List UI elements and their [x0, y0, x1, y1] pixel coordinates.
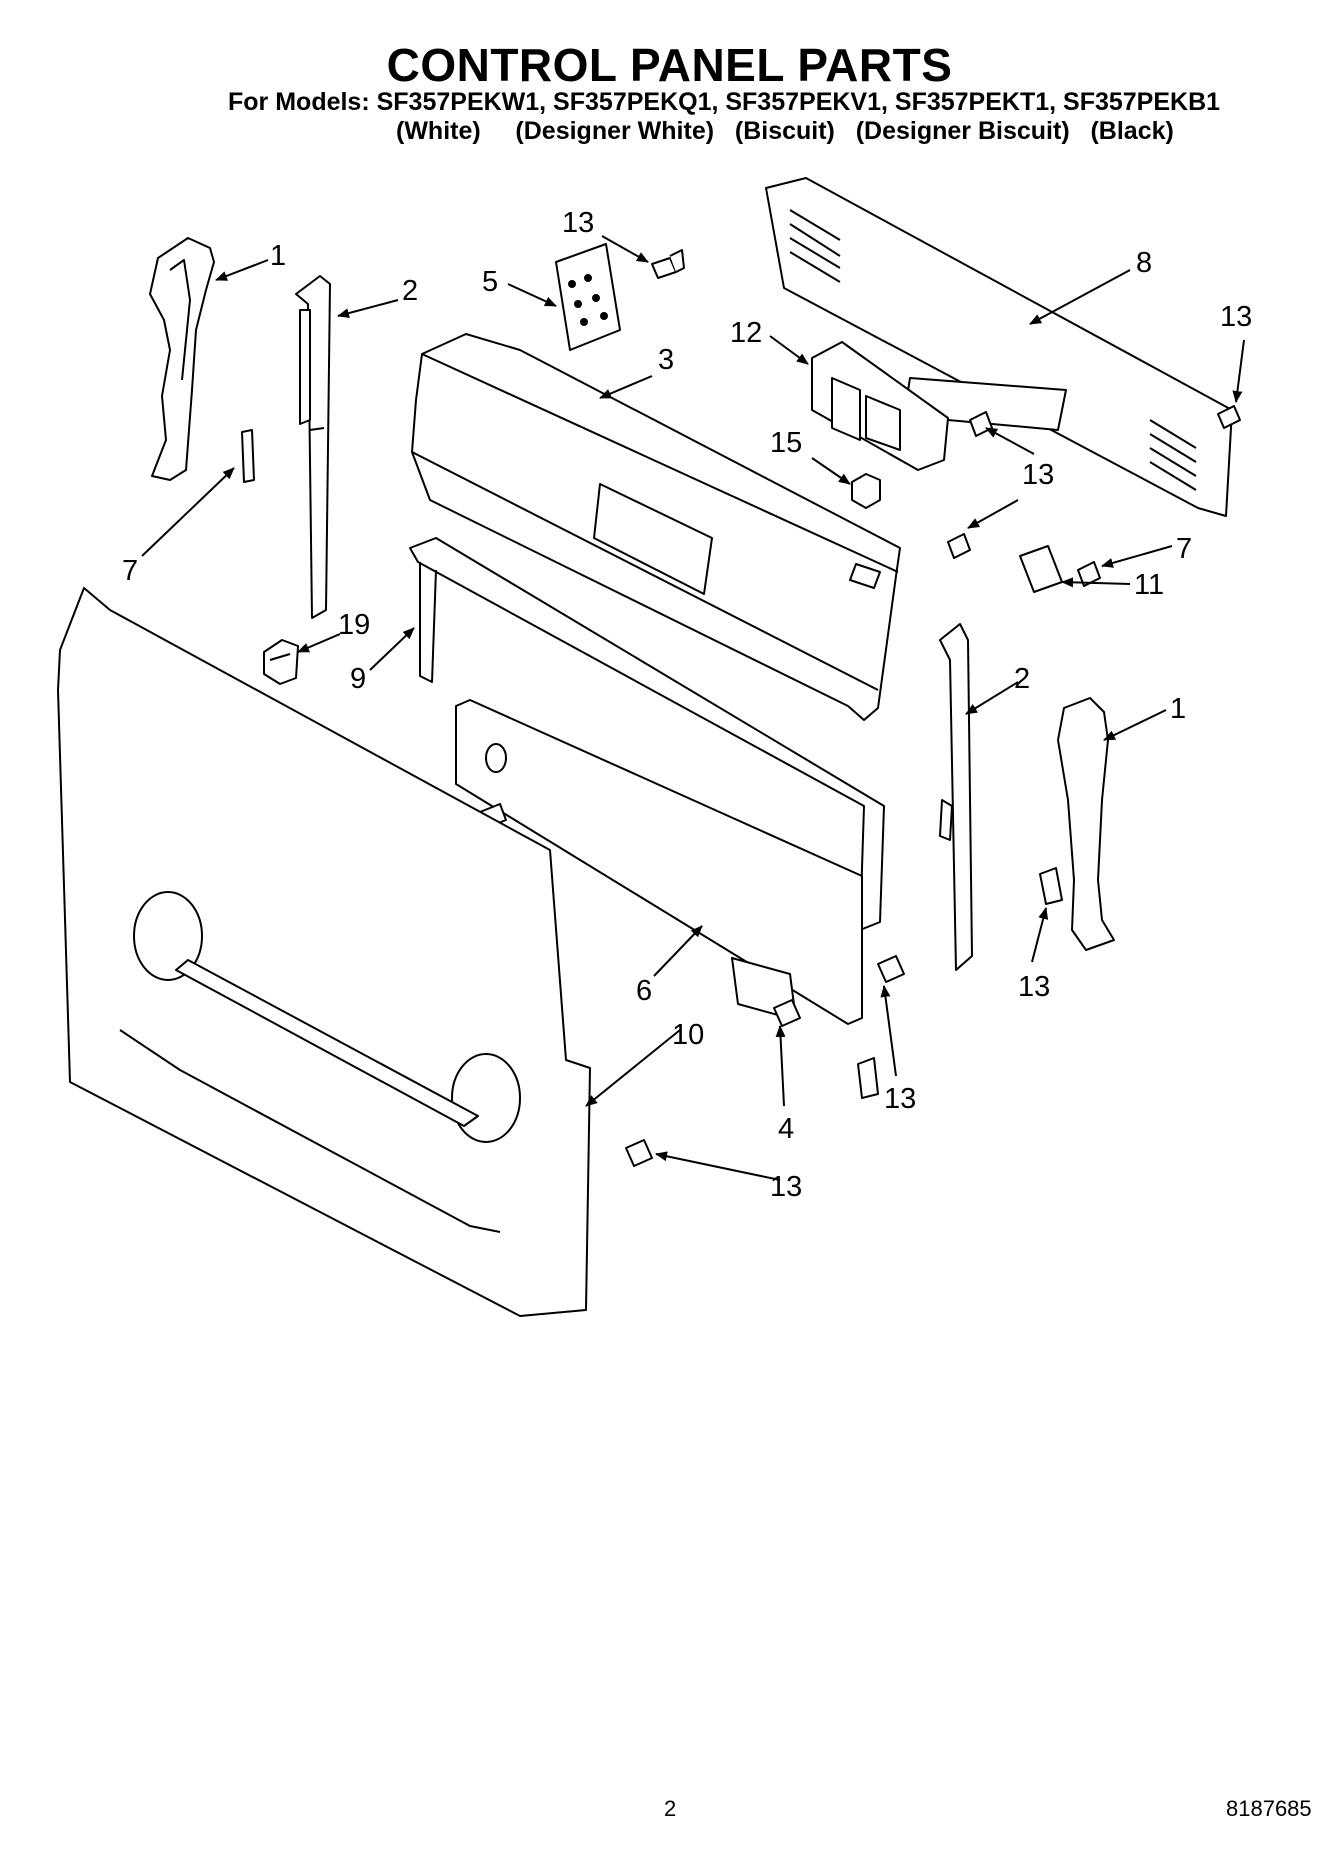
leader-19	[297, 633, 341, 653]
callout-10: 10	[672, 1019, 704, 1051]
electronic-control-12	[811, 341, 949, 471]
clip-11	[1019, 545, 1063, 593]
callout-13-mid: 13	[1022, 459, 1054, 491]
models-line: For Models: SF357PEKW1, SF357PEKQ1, SF35…	[228, 88, 1221, 116]
callout-2-left: 2	[402, 275, 418, 307]
leader-11	[1061, 577, 1131, 588]
callout-13-bottom: 13	[770, 1171, 802, 1203]
leader-2a	[337, 299, 399, 318]
leader-1a	[215, 259, 269, 281]
leader-8	[1029, 269, 1131, 325]
screw-13-mid2	[947, 533, 971, 559]
clip-left	[241, 429, 255, 483]
callout-13-lower: 13	[884, 1083, 916, 1115]
callout-8: 8	[1136, 247, 1152, 279]
callout-3: 3	[658, 344, 674, 376]
screw-13-top	[651, 249, 685, 279]
leader-10	[585, 1029, 681, 1107]
callout-7-right: 7	[1176, 533, 1192, 565]
screw-13-lower	[877, 955, 905, 983]
leader-12	[769, 335, 809, 365]
callout-7-left: 7	[122, 555, 138, 587]
callout-11: 11	[1134, 569, 1164, 601]
callout-1-left: 1	[270, 240, 286, 272]
page-title: CONTROL PANEL PARTS	[386, 39, 953, 91]
colors-line: (White) (Designer White) (Biscuit) (Desi…	[396, 117, 1174, 145]
leader-13a	[601, 235, 649, 263]
document-number: 8187685	[1226, 1796, 1312, 1821]
screw-13-right	[1217, 405, 1241, 429]
callout-12: 12	[730, 317, 762, 349]
connector-19	[263, 639, 299, 685]
switch-15	[851, 473, 881, 509]
control-panel-console	[411, 333, 901, 721]
callout-4: 4	[778, 1113, 794, 1145]
callout-15: 15	[770, 427, 802, 459]
callout-6: 6	[636, 975, 652, 1007]
circuit-board	[555, 243, 621, 351]
callout-1-right: 1	[1170, 693, 1186, 725]
side-bracket-right	[939, 623, 973, 971]
callout-5: 5	[482, 266, 498, 298]
leader-13b	[1232, 339, 1245, 403]
page-number: 2	[664, 1796, 677, 1821]
callout-2-right: 2	[1014, 663, 1030, 695]
callout-13-top: 13	[562, 207, 594, 239]
leader-3	[599, 375, 653, 399]
callout-9: 9	[350, 663, 366, 695]
leader-13g	[655, 1151, 781, 1181]
callout-13-right: 13	[1220, 301, 1252, 333]
frame-9	[409, 537, 885, 931]
callout-19: 19	[338, 609, 370, 641]
leader-7a	[141, 467, 235, 557]
screw-13-bottom	[625, 1139, 653, 1167]
leader-15	[811, 457, 851, 485]
leader-13f	[880, 985, 897, 1077]
leader-13d	[967, 499, 1019, 529]
leader-7b	[1101, 545, 1173, 568]
leader-1b	[1103, 709, 1167, 741]
screw-4	[773, 999, 801, 1027]
end-cap-left	[149, 237, 215, 481]
leader-2b	[965, 681, 1019, 715]
leader-13c	[985, 427, 1035, 455]
leader-13e	[1031, 907, 1049, 963]
side-bracket-left	[295, 275, 331, 619]
end-cap-right	[1057, 697, 1115, 951]
callout-13-right-low: 13	[1018, 971, 1050, 1003]
screw-4b	[857, 1057, 879, 1099]
leader-4	[775, 1025, 786, 1107]
leader-9	[369, 627, 415, 671]
leader-6	[653, 925, 703, 977]
leader-5	[507, 283, 557, 307]
screw-13-right-low	[1039, 867, 1063, 905]
screw-7-right	[1077, 561, 1101, 587]
lower-panel-10	[57, 587, 591, 1317]
